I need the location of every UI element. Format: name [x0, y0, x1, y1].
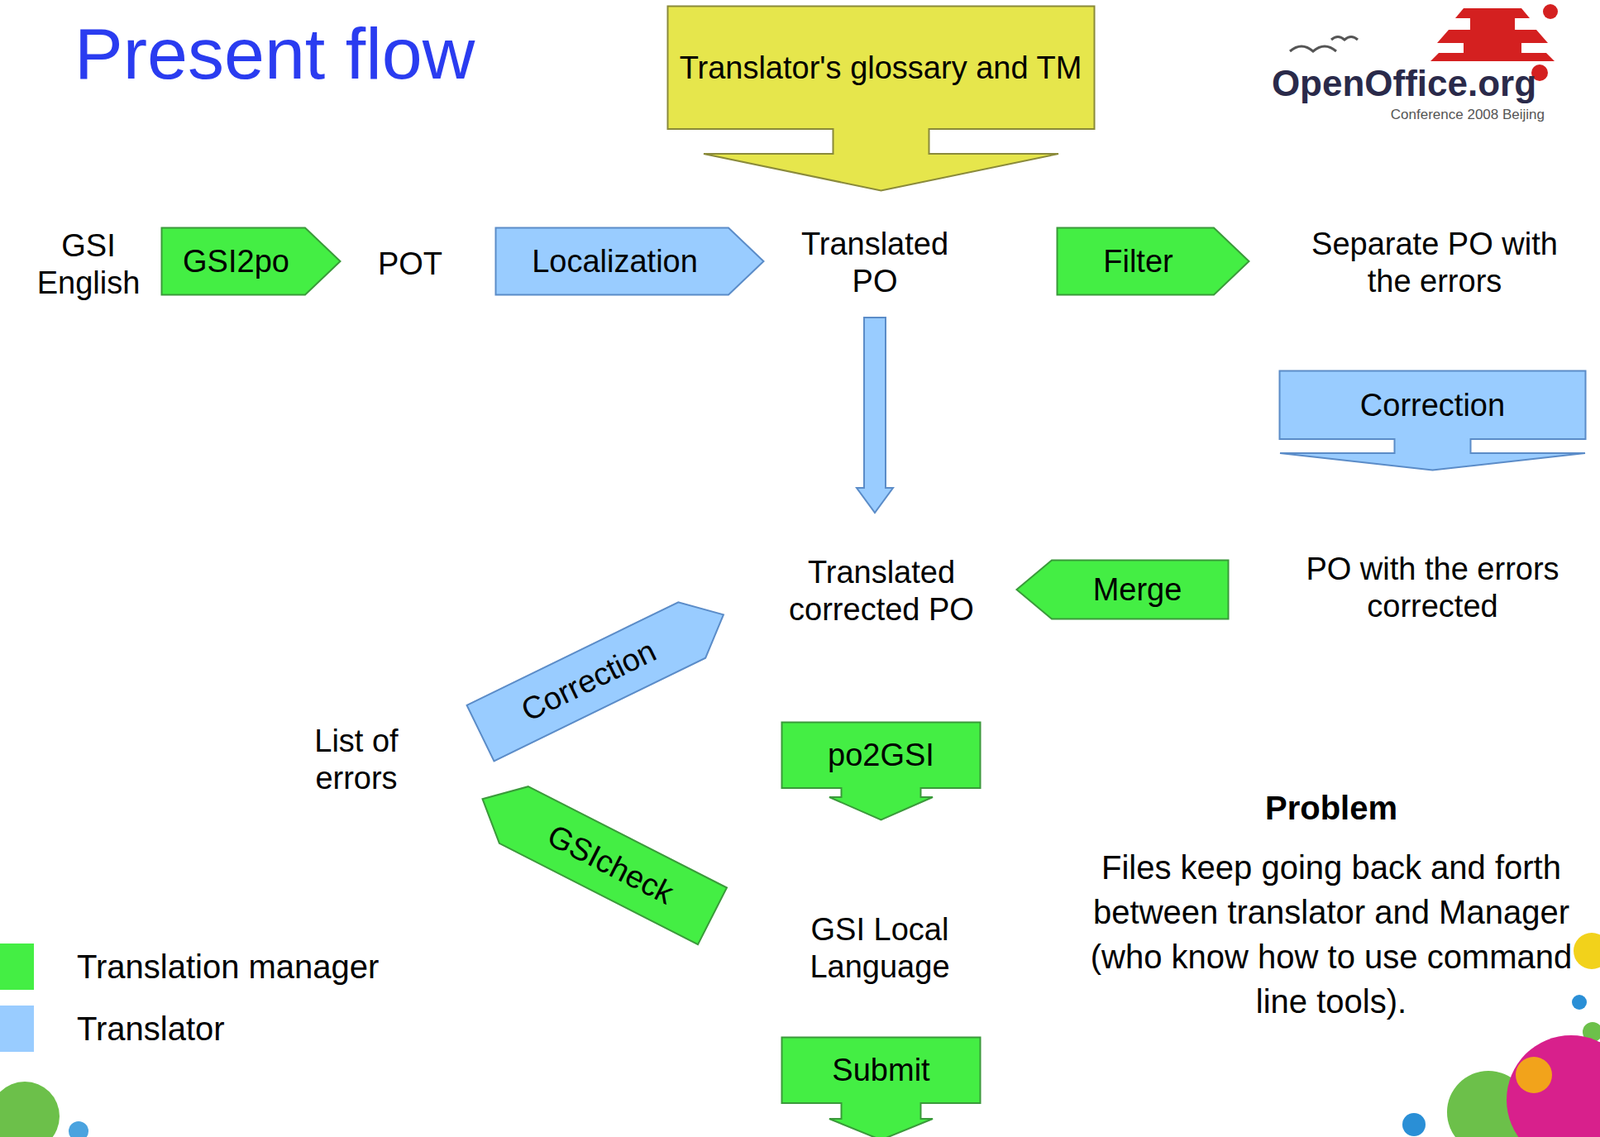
arrow-outline [162, 228, 341, 296]
text-block: PO with the errors corrected [1287, 550, 1578, 626]
node-label: Localization [531, 243, 698, 281]
connector-shape [856, 317, 894, 513]
text-block: Submit [831, 1051, 930, 1089]
arrow-shape [666, 4, 1096, 192]
arrow-box: GSI2po [160, 226, 342, 297]
node-label: Separate PO with the errors [1299, 225, 1570, 301]
down-arrow-box: po2GSI [780, 721, 982, 822]
arrow-box: Filter [1055, 226, 1251, 297]
text-block: Correction [1360, 386, 1505, 425]
arrow-outline [667, 6, 1094, 192]
flow-text-node: POT [364, 239, 456, 289]
text-block: Localization [531, 243, 698, 281]
text-block: Translator's glossary and TM [679, 49, 1083, 87]
text-block: Translated corrected PO [787, 554, 976, 629]
flow-text-node: Separate PO with the errors [1288, 218, 1581, 308]
logo-subtext: Conference 2008 Beijing [1263, 105, 1545, 125]
node-label: Merge [1093, 571, 1183, 609]
arrow-outline [1280, 371, 1586, 471]
node-label: Translator's glossary and TM [679, 49, 1083, 87]
problem-note: Files keep going back and forth between … [1083, 845, 1580, 1024]
legend-text: Translator [76, 1008, 225, 1049]
down-arrow-box: Correction [1278, 369, 1587, 472]
arrow-outline [467, 587, 738, 762]
text-block: GSI2po [182, 243, 290, 281]
legend-text: Translation manager [76, 946, 379, 987]
text-block: Translated PO [783, 225, 966, 301]
problem-heading: Problem [1083, 785, 1580, 831]
arrow-outline [782, 1037, 981, 1137]
flow-text-node: PO with the errors corrected [1275, 542, 1590, 634]
down-arrow-box: Translator's glossary and TM [666, 4, 1096, 192]
legend-swatch [0, 943, 34, 990]
logo-gulls [1289, 37, 1358, 53]
flow-text-node: Translated corrected PO [775, 520, 988, 662]
down-arrow-box: Submit [780, 1036, 982, 1137]
text-block: Filter [1103, 243, 1173, 281]
logo-text: OpenOffice.org [1263, 62, 1545, 105]
text-block: List of errors [307, 722, 406, 798]
arrow-outline [496, 228, 765, 296]
text-block: po2GSI [827, 736, 935, 774]
arrow-box: Correction [465, 585, 740, 764]
legend-swatch [0, 1005, 34, 1052]
node-label: Correction [1360, 386, 1505, 425]
node-label: Filter [1103, 243, 1173, 281]
node-label: POT [377, 245, 443, 283]
arrow-outline [1057, 228, 1250, 296]
arrow-outline [468, 770, 727, 945]
text-block: GSI English [35, 227, 143, 302]
node-label: GSI Local Language [790, 911, 970, 986]
node-label: Translated corrected PO [787, 554, 976, 629]
page-title: Present flow [74, 11, 475, 96]
arrow-box: GSIcheck [466, 768, 729, 946]
node-label: List of errors [307, 722, 406, 798]
arrow-box: Localization [494, 226, 765, 297]
node-label: Submit [831, 1051, 930, 1089]
flow-text-node: List of errors [296, 690, 417, 830]
text-block: Separate PO with the errors [1299, 225, 1570, 301]
text-block: POT [377, 245, 443, 283]
node-label: GSI English [35, 227, 143, 302]
node-label: po2GSI [827, 736, 935, 774]
text-block: Merge [1093, 571, 1183, 609]
text-block: GSI Local Language [790, 911, 970, 986]
connector-arrow [856, 317, 894, 513]
flow-text-node: Translated PO [772, 219, 978, 306]
node-label: GSI2po [182, 243, 290, 281]
arrow-box: Merge [1015, 558, 1230, 621]
flow-text-node: GSI Local Language [778, 899, 981, 998]
node-label: Translated PO [783, 225, 966, 301]
arrow-outline [782, 722, 981, 821]
arrow-outline [1017, 560, 1229, 620]
flow-text-node: GSI English [23, 221, 154, 308]
node-label: PO with the errors corrected [1287, 550, 1578, 626]
